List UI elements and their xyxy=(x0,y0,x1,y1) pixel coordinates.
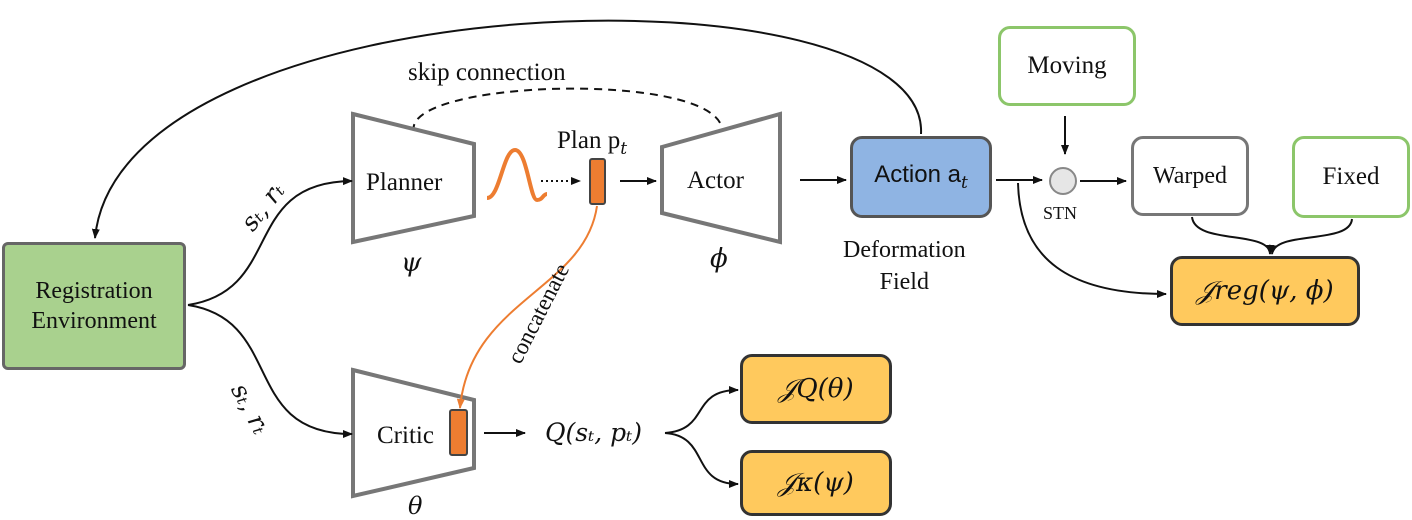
env-to-critic-arrow xyxy=(187,304,353,438)
jq-label: 𝒥Q(θ) xyxy=(778,373,854,404)
planner-label: Planner xyxy=(366,169,443,196)
concatenate-arrow xyxy=(456,205,598,409)
skip-connection-arc xyxy=(412,87,723,133)
fixed-label: Fixed xyxy=(1322,163,1380,191)
warped-to-jreg-arrow xyxy=(1191,216,1274,255)
plan-vector xyxy=(589,158,606,205)
q-to-jk-arrow xyxy=(664,432,739,488)
jreg-objective-box: 𝒥reg(ψ, ϕ) xyxy=(1170,256,1360,326)
action-to-jreg-arrow xyxy=(1017,182,1167,298)
jkappa-objective-box: 𝒥κ(ψ) xyxy=(740,450,892,516)
plan-label: Plan pt xyxy=(557,127,628,159)
psi-label: ψ xyxy=(401,248,422,278)
environment-label: Registration Environment xyxy=(31,278,157,334)
stn-node xyxy=(1049,167,1077,195)
planner-encoder-shape xyxy=(351,111,476,245)
theta-label: θ xyxy=(408,492,423,520)
action-label: Action at xyxy=(874,160,968,193)
skip-connection-label: skip connection xyxy=(408,59,566,86)
plan-distribution-curve xyxy=(486,147,548,203)
fixed-to-jreg-arrow xyxy=(1269,218,1353,255)
env-to-planner-arrow xyxy=(187,177,353,306)
actor-decoder-shape xyxy=(660,111,782,245)
jkappa-label: 𝒥κ(ψ) xyxy=(778,467,854,498)
stn-label: STN xyxy=(1043,203,1078,223)
fixed-image-box: Fixed xyxy=(1292,136,1410,218)
q-value-label: Q(sₜ, pₜ) xyxy=(545,418,643,447)
action-box: Action at xyxy=(850,136,992,218)
critic-label: Critic xyxy=(377,422,434,449)
critic-plan-vector xyxy=(449,409,468,456)
deformation-field-label: Deformation Field xyxy=(843,237,966,296)
warped-label: Warped xyxy=(1152,163,1228,189)
q-to-jq-arrow xyxy=(664,386,739,434)
actor-label: Actor xyxy=(687,167,744,194)
moving-image-box: Moving xyxy=(998,26,1136,106)
jreg-label: 𝒥reg(ψ, ϕ) xyxy=(1196,275,1334,306)
phi-label: ϕ xyxy=(710,244,728,274)
moving-label: Moving xyxy=(1027,52,1107,80)
critic-encoder-shape xyxy=(351,367,476,499)
feedback-arrow xyxy=(91,19,923,239)
warped-image-box: Warped xyxy=(1131,136,1249,216)
registration-environment-box: Registration Environment xyxy=(2,242,186,370)
jq-objective-box: 𝒥Q(θ) xyxy=(740,354,892,424)
